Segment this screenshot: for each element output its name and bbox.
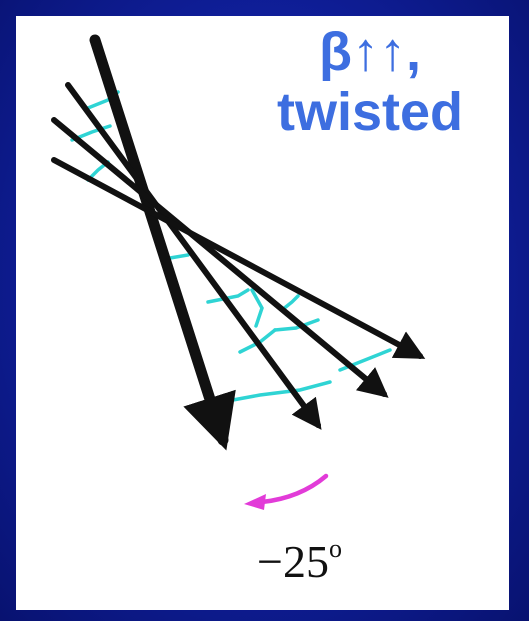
rotation-angle-value: −25: [257, 536, 329, 587]
hbond-6: [250, 288, 264, 328]
strand-3: [51, 117, 389, 398]
title-line-2: twisted: [276, 82, 464, 142]
rotation-angle-label: −25o: [257, 533, 342, 588]
hbond-5: [206, 288, 250, 304]
content-panel: [16, 16, 509, 610]
strand-4: [51, 157, 426, 359]
hbond-10: [338, 348, 392, 372]
degree-symbol: o: [328, 533, 342, 563]
hbond-11: [220, 380, 332, 404]
hbond-9: [273, 318, 320, 332]
slide-title: β↑↑, twisted: [235, 22, 505, 142]
strand-1: [89, 34, 236, 451]
title-line-1: β↑↑,: [319, 22, 421, 82]
beta-strands: [51, 34, 426, 451]
hbond-7: [280, 294, 300, 312]
strand-2: [65, 82, 322, 430]
curved-arrow-left-icon: [244, 473, 329, 510]
